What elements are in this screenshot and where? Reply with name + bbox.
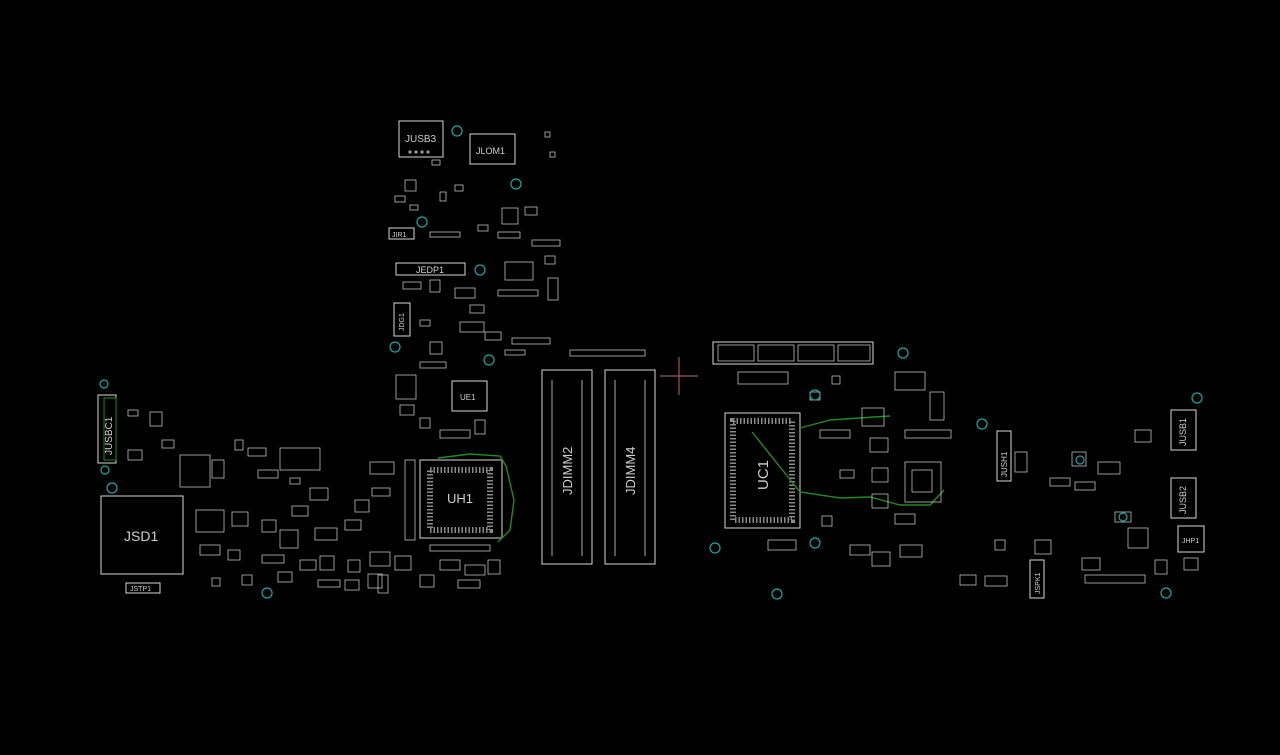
usb2-connector[interactable]: JUSB2: [1170, 477, 1197, 519]
components-right-of-uc1: [737, 371, 952, 567]
origin-crosshair: [660, 357, 698, 395]
jdimm2-label: JDIMM2: [560, 447, 575, 495]
lan-connector[interactable]: JLOM1: [469, 133, 516, 165]
uh1-trace: [437, 453, 515, 543]
usb3-connector[interactable]: JUSB3: [398, 120, 444, 158]
uh1-label: UH1: [447, 491, 473, 506]
dimm-slot-4[interactable]: JDIMM4: [604, 369, 656, 565]
jusbc1-label: JUSBC1: [104, 416, 115, 455]
speaker-connector[interactable]: JSPK1: [1029, 559, 1045, 599]
edp-connector[interactable]: JEDP1: [395, 262, 466, 276]
components-top-column: [394, 131, 646, 439]
uc1-trace-2: [799, 415, 891, 429]
jush1-label: JUSH1: [1000, 451, 1009, 477]
dg-connector[interactable]: JDG1: [393, 302, 411, 337]
jstp1-label: JSTP1: [130, 586, 151, 593]
top-connectors-row[interactable]: [712, 341, 874, 365]
components-around-uh1: [369, 459, 501, 594]
stp-connector[interactable]: JSTP1: [125, 582, 161, 594]
uc1-chip[interactable]: UC1: [724, 412, 801, 529]
usb-c-connector[interactable]: JUSBC1: [97, 394, 117, 464]
ir-connector[interactable]: JIR1: [388, 227, 415, 240]
jdimm4-label: JDIMM4: [623, 447, 638, 495]
jhp1-label: JHP1: [1182, 538, 1199, 545]
ue1-label: UE1: [460, 393, 476, 402]
mounting-holes: [99, 125, 1203, 600]
jlan-label: JLOM1: [476, 146, 505, 156]
jspk1-label: JSPK1: [1035, 572, 1042, 594]
usb1-connector[interactable]: JUSB1: [1170, 409, 1197, 451]
uh1-chip[interactable]: UH1: [419, 459, 503, 539]
components-far-right: [959, 429, 1199, 587]
sd-card-slot[interactable]: JSD1: [100, 495, 184, 575]
jir1-label: JIR1: [392, 232, 407, 239]
components-left-area: [127, 409, 391, 591]
uc1-label: UC1: [755, 460, 772, 490]
jdg1-label: JDG1: [399, 313, 406, 331]
ue1-chip[interactable]: UE1: [451, 380, 488, 412]
jusb1-label: JUSB1: [1178, 418, 1188, 446]
headphone-jack[interactable]: JHP1: [1177, 525, 1205, 553]
jusb3-label: JUSB3: [405, 134, 437, 145]
uc1-trace: [751, 431, 945, 506]
jsd1-label: JSD1: [124, 528, 158, 544]
dimm-slot-2[interactable]: JDIMM2: [541, 369, 593, 565]
jedp1-label: JEDP1: [416, 265, 444, 275]
jush1-connector[interactable]: JUSH1: [996, 430, 1012, 482]
jusb2-label: JUSB2: [1178, 486, 1188, 514]
